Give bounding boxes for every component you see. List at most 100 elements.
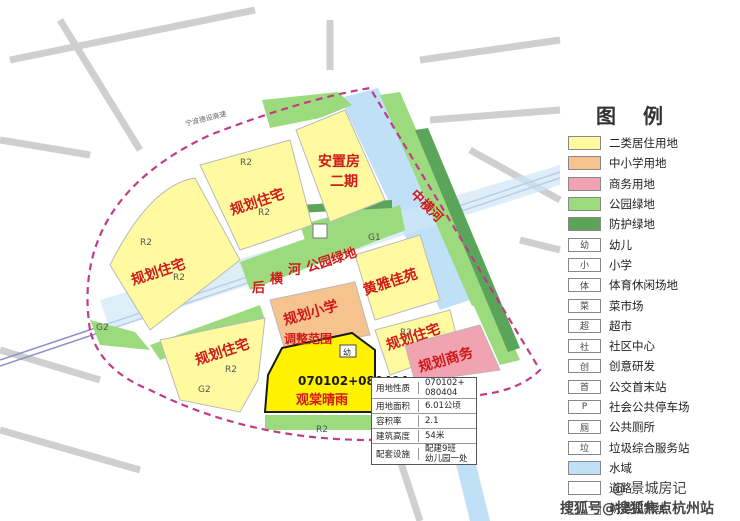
legend-label: 垃圾综合服务站 bbox=[609, 440, 690, 455]
legend-label: 道路 bbox=[609, 481, 632, 496]
legend-swatch bbox=[568, 481, 601, 496]
label-anzhi: 安置房 bbox=[318, 153, 360, 170]
label-adjust: 调整范围 bbox=[284, 331, 332, 346]
info-row: 建筑高度 54米 bbox=[372, 429, 476, 444]
info-value: 配建9班 幼儿园一处 bbox=[425, 444, 468, 464]
zone-code: G2 bbox=[96, 323, 109, 333]
legend-label: 菜市场 bbox=[609, 298, 644, 313]
legend-swatch bbox=[568, 460, 601, 475]
legend-swatch: 菜 bbox=[568, 298, 601, 313]
school-block bbox=[269, 281, 371, 351]
legend-item: 社社区中心 bbox=[568, 336, 736, 356]
zone-code: G1 bbox=[368, 233, 381, 243]
legend-swatch bbox=[568, 176, 601, 191]
zoning-codes: R2 R2 R2 R2 R2 R2 R2 G1 G2 G2 bbox=[96, 158, 412, 435]
info-value: 2.1 bbox=[425, 416, 439, 426]
zone-code: G2 bbox=[198, 385, 211, 395]
legend-label: 商务用地 bbox=[609, 176, 655, 191]
legend-item: 厕公共厕所 bbox=[568, 417, 736, 437]
legend-swatch: 超 bbox=[568, 318, 601, 333]
legend-items: 二类居住用地中小学用地商务用地公园绿地防护绿地幼幼儿小小学体体育休闲场地菜菜市场… bbox=[568, 133, 736, 521]
road-name: 宁波德设高速 bbox=[184, 109, 227, 128]
zone-code: R2 bbox=[258, 208, 270, 218]
legend: 图 例 二类居住用地中小学用地商务用地公园绿地防护绿地幼幼儿小小学体体育休闲场地… bbox=[568, 100, 736, 521]
legend-label: 二类居住用地 bbox=[609, 136, 678, 151]
legend-label: 水域 bbox=[609, 460, 632, 475]
legend-item: 小小学 bbox=[568, 255, 736, 275]
kindergarten-label: 幼 bbox=[343, 347, 351, 357]
zone-code: R2 bbox=[316, 425, 328, 435]
zone-code: R2 bbox=[225, 365, 237, 375]
legend-item: 二类居住用地 bbox=[568, 133, 736, 153]
legend-item: 中小学用地 bbox=[568, 153, 736, 173]
zone-code: R2 bbox=[400, 328, 412, 338]
legend-item: 公园绿地 bbox=[568, 194, 736, 214]
kindergarten-icon bbox=[339, 344, 357, 358]
legend-swatch bbox=[568, 136, 601, 151]
info-value: 070102+ 080404 bbox=[425, 378, 465, 398]
legend-item: 超超市 bbox=[568, 316, 736, 336]
info-row: 配套设施配建9班 幼儿园一处 bbox=[372, 444, 476, 464]
legend-swatch: P bbox=[568, 400, 601, 414]
legend-swatch bbox=[568, 197, 601, 212]
source-watermark: 搜狐号@搜狐焦点杭州站 bbox=[560, 501, 714, 517]
legend-item: 水域 bbox=[568, 458, 736, 478]
legend-item: 轨道控制线 bbox=[568, 498, 736, 518]
planning-boundary bbox=[86, 86, 542, 442]
label-plot-name: 观棠晴雨 bbox=[296, 392, 348, 408]
info-key: 用地面积 bbox=[372, 400, 419, 412]
legend-item: 创创意研发 bbox=[568, 356, 736, 376]
legend-item: P 社会公共停车场 bbox=[568, 397, 736, 417]
legend-item: 防护绿地 bbox=[568, 214, 736, 234]
legend-label: 社区中心 bbox=[609, 339, 655, 354]
legend-label: 防护绿地 bbox=[609, 217, 655, 232]
legend-item: 首公交首末站 bbox=[568, 377, 736, 397]
legend-swatch bbox=[568, 501, 601, 516]
info-key: 容积率 bbox=[372, 415, 419, 427]
legend-swatch: 厕 bbox=[568, 420, 601, 435]
canal-water bbox=[340, 88, 470, 310]
legend-swatch: 垃 bbox=[568, 440, 601, 455]
legend-swatch: 幼 bbox=[568, 237, 601, 252]
legend-swatch: 体 bbox=[568, 278, 601, 293]
legend-item: 菜菜市场 bbox=[568, 295, 736, 315]
zone-code: R2 bbox=[240, 158, 252, 168]
legend-item: 垃垃圾综合服务站 bbox=[568, 437, 736, 457]
legend-swatch bbox=[568, 156, 601, 171]
label-anzhi-2: 二期 bbox=[330, 174, 358, 190]
info-value: 54米 bbox=[425, 431, 445, 441]
legend-label: 公共厕所 bbox=[609, 420, 655, 435]
legend-item: 商务用地 bbox=[568, 174, 736, 194]
legend-label: 轨道控制线 bbox=[609, 501, 667, 516]
info-row: 容积率 2.1 bbox=[372, 414, 476, 429]
legend-swatch: 创 bbox=[568, 359, 601, 374]
brand-watermark: @ 景城房记 bbox=[612, 481, 687, 497]
legend-swatch: 社 bbox=[568, 339, 601, 354]
legend-label: 小学 bbox=[609, 257, 632, 272]
label-river-1: 后 bbox=[252, 280, 265, 296]
legend-title: 图 例 bbox=[596, 104, 673, 128]
info-key: 配套设施 bbox=[372, 448, 419, 460]
label-river-3: 河 bbox=[288, 262, 301, 278]
legend-label: 创意研发 bbox=[609, 359, 655, 374]
legend-label: 社会公共停车场 bbox=[609, 400, 690, 414]
legend-item: 幼幼儿 bbox=[568, 234, 736, 254]
legend-label: 体育休闲场地 bbox=[609, 278, 678, 293]
node-marker bbox=[312, 223, 328, 239]
zone-code: R2 bbox=[173, 273, 185, 283]
legend-swatch: 小 bbox=[568, 257, 601, 272]
legend-label: 公交首末站 bbox=[609, 379, 667, 394]
legend-item: 道路 bbox=[568, 478, 736, 498]
label-river-2: 横 bbox=[270, 271, 284, 287]
legend-label: 幼儿 bbox=[609, 237, 632, 252]
zone-code: R2 bbox=[140, 238, 152, 248]
info-key: 建筑高度 bbox=[372, 430, 419, 442]
legend-swatch bbox=[568, 217, 601, 232]
legend-item: 体体育休闲场地 bbox=[568, 275, 736, 295]
